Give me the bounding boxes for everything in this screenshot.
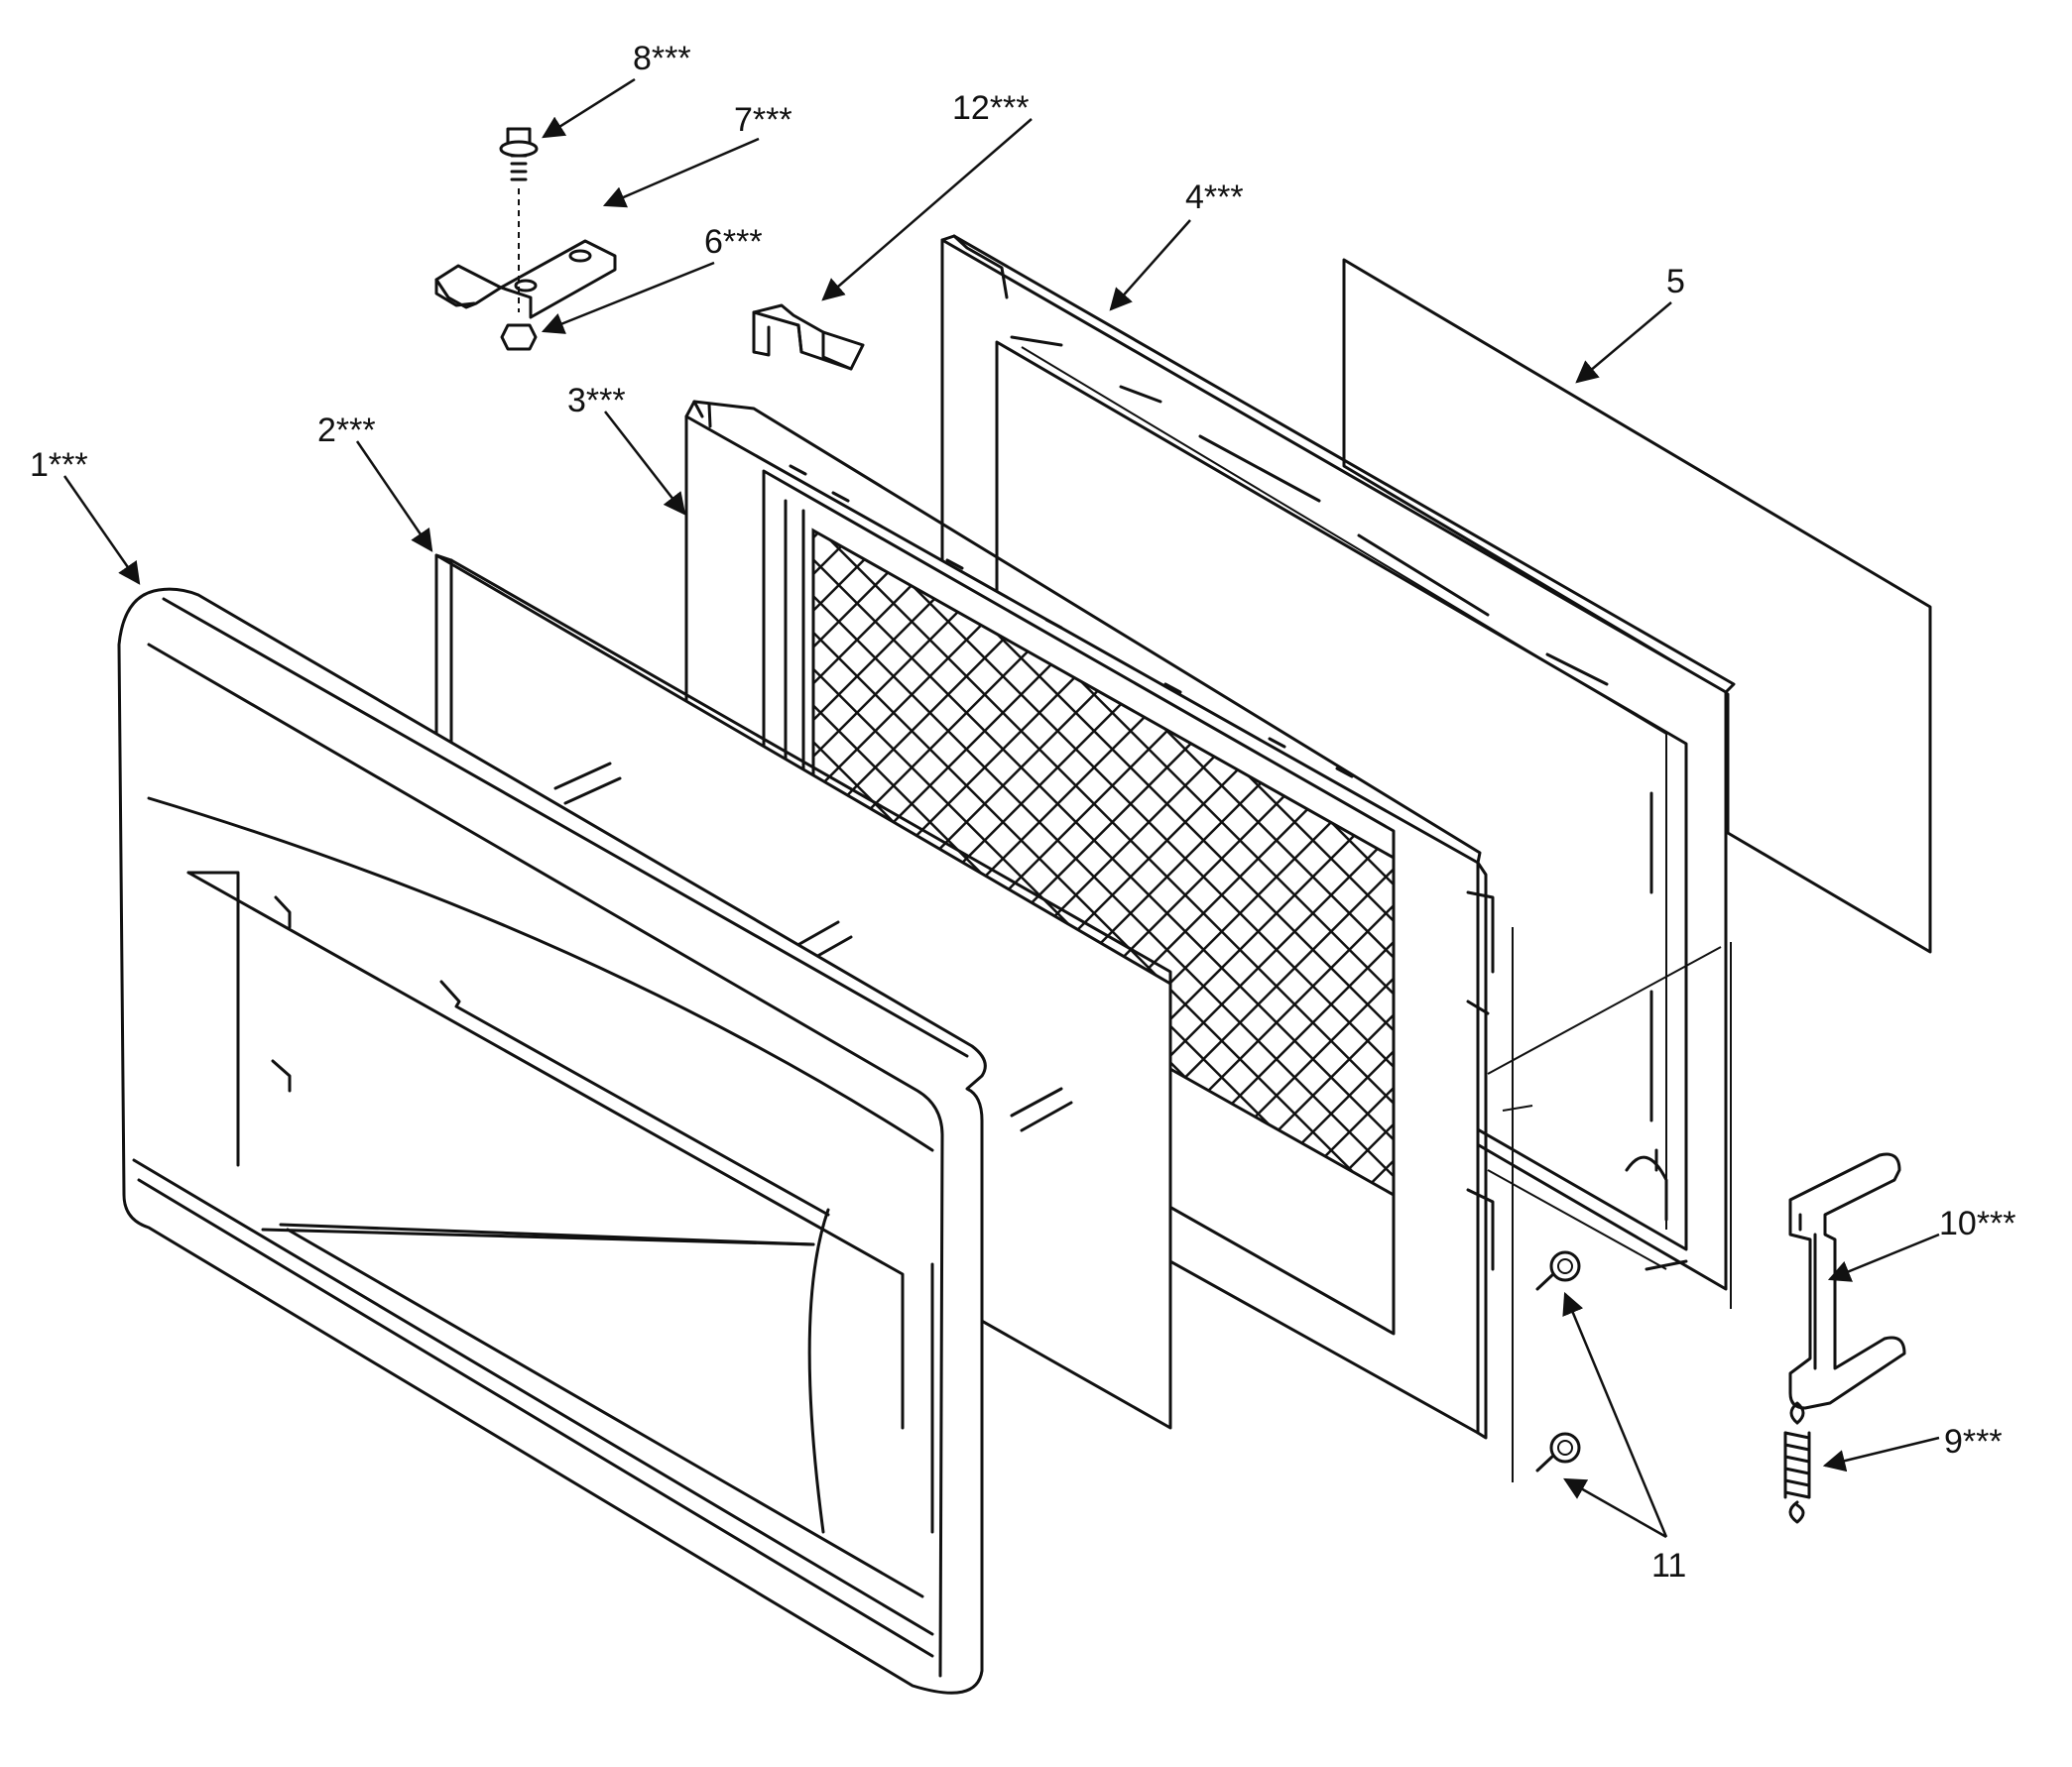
part-10-latch-hook (1788, 1152, 1906, 1410)
label-part-6: 6*** (704, 223, 763, 261)
callout-labels: 1*** 2*** 3*** 4*** 5 6*** 7*** 8*** 9**… (30, 40, 2016, 1585)
label-part-4: 4*** (1185, 178, 1244, 216)
label-part-11: 11 (1651, 1547, 1686, 1585)
label-part-3: 3*** (567, 382, 626, 419)
label-part-10: 10*** (1939, 1205, 2016, 1242)
label-part-2: 2*** (317, 412, 376, 449)
label-part-7: 7*** (734, 101, 792, 139)
part-12-bracket (752, 303, 865, 371)
part-9-spring (1783, 1401, 1811, 1524)
part-5-sheet (1342, 258, 1932, 954)
label-part-8: 8*** (633, 40, 691, 77)
leader-lines (62, 77, 1940, 1539)
part-3-mesh-door-panel (684, 400, 1495, 1440)
parts-6-7-8-latch-hardware (434, 127, 617, 351)
alignment-lines (1487, 927, 1732, 1482)
label-part-5: 5 (1666, 263, 1685, 300)
label-part-12: 12*** (952, 89, 1030, 127)
part-1-front-door (117, 587, 987, 1695)
label-part-9: 9*** (1944, 1423, 2003, 1461)
part-11-pins (1535, 1250, 1581, 1472)
label-part-1: 1*** (30, 446, 88, 484)
